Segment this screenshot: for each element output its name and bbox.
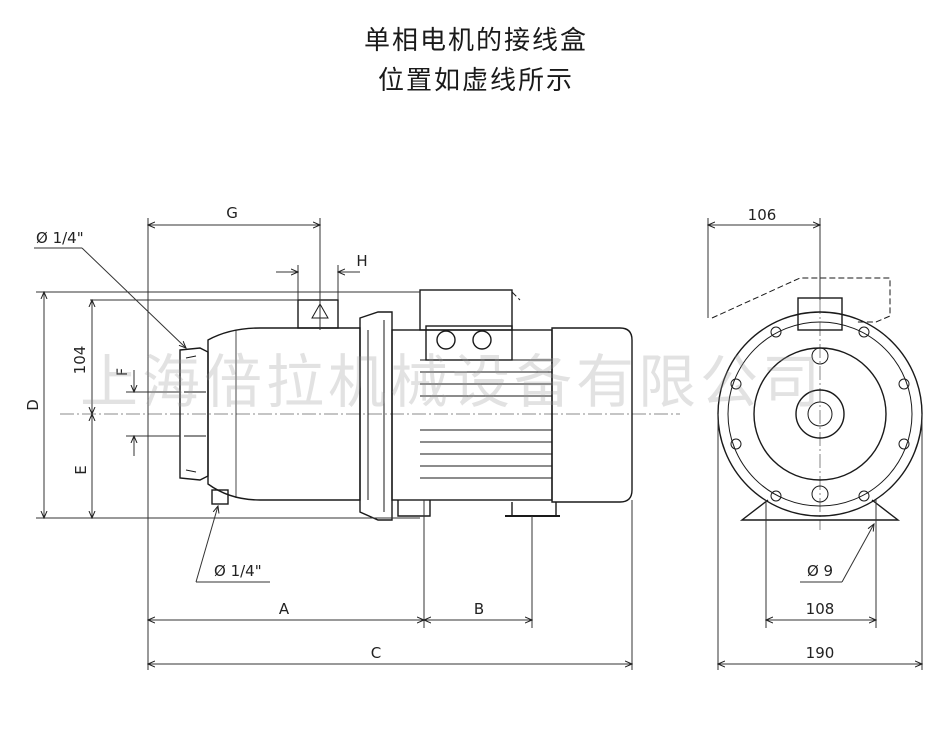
dim-g: G	[226, 204, 238, 222]
side-view	[60, 289, 680, 521]
front-foot	[397, 500, 431, 517]
rear-foot	[511, 502, 557, 517]
terminal-box	[419, 289, 513, 331]
fan-cover	[551, 327, 633, 503]
dim-104: 104	[71, 346, 89, 375]
front-dimensions	[708, 218, 922, 670]
discharge-nozzle	[297, 299, 339, 329]
dim-108: 108	[806, 600, 835, 618]
bolt-holes	[730, 326, 910, 502]
dim-b: B	[474, 600, 484, 618]
terminal-box-dashed	[711, 277, 891, 323]
port-label-bottom: Ø 1/4"	[214, 562, 262, 580]
dim-h: H	[356, 252, 367, 270]
dim-106: 106	[748, 206, 777, 224]
side-dimensions	[34, 218, 632, 670]
dim-d: D	[24, 399, 42, 411]
flange	[359, 311, 393, 521]
title-line-2: 位置如虚线所示	[377, 66, 574, 96]
dim-f: F	[115, 368, 131, 376]
shaft-hub	[795, 389, 845, 439]
dim-o9: Ø 9	[807, 562, 833, 580]
dim-190: 190	[806, 644, 835, 662]
drain-plug	[211, 489, 229, 505]
title-line-1: 单相电机的接线盒	[363, 26, 588, 56]
dim-c: C	[371, 644, 381, 662]
port-label-top: Ø 1/4"	[36, 229, 84, 247]
motor-fins	[420, 359, 552, 479]
dim-e: E	[72, 465, 90, 474]
watermark: 上海倍拉机械设备有限公司	[80, 348, 825, 416]
front-foot-outline	[739, 499, 901, 521]
terminal-cover	[425, 325, 513, 361]
dim-a: A	[279, 600, 290, 618]
